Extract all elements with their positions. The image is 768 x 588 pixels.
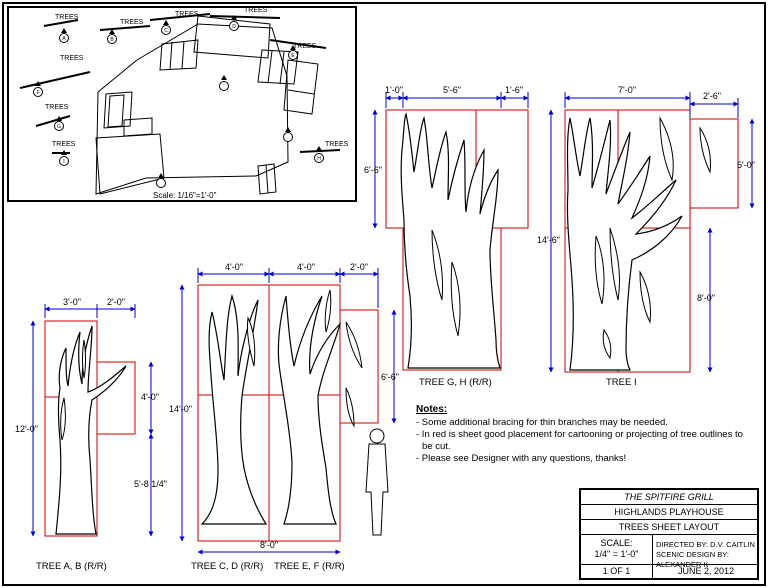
tree-i-elevation: 7'-0" 2'-6" 14'-6" 5'-0" 8'-0" TREE I — [537, 85, 755, 388]
tree-cdef-elevation: 4'-0" 4'-0" 2'-0" 14'-0" 8'-0" 6'-6" TRE… — [169, 262, 399, 572]
plan-scale-label: Scale: 1/16"=1'-0" — [153, 191, 217, 200]
tree-cdef-dim-height: 14'-0" — [169, 404, 192, 414]
tree-ef-label: TREE E, F (R/R) — [274, 561, 345, 572]
tree-ab-elevation: 3'-0" 2'-0" 12'-0" 4'-0" 5'-8 1/4" TREE … — [15, 297, 167, 572]
tree-cd-outline — [200, 293, 268, 525]
front-marker — [156, 173, 166, 188]
tree-tag: TREES — [55, 14, 79, 21]
tree-gh-dim-height: 6'-6" — [364, 165, 382, 175]
tree-i-dim-branch: 5'-0" — [737, 160, 755, 170]
notes-block: Notes: - Some additional bracing for thi… — [416, 404, 746, 465]
scale-value: 1/4" = 1'-0" — [594, 549, 639, 559]
title-block-scale: SCALE: 1/4" = 1'-0" — [581, 535, 653, 565]
note-item: - Some additional bracing for thin branc… — [416, 417, 668, 428]
side-marker — [283, 127, 293, 142]
tree-i-label: TREE I — [606, 377, 637, 388]
tree-marker-b: B — [107, 29, 117, 44]
title-block: THE SPITFIRE GRILL HIGHLANDS PLAYHOUSE T… — [579, 488, 759, 580]
tree-marker-a: A — [59, 28, 69, 43]
note-item: - Please see Designer with any questions… — [416, 453, 627, 464]
title-block-sheet-title: TREES SHEET LAYOUT — [581, 520, 757, 535]
tree-cdef-sheet-goods — [197, 284, 379, 542]
tree-tag: TREES — [244, 7, 268, 14]
tree-tag: TREES — [175, 11, 199, 18]
svg-text:D: D — [232, 24, 236, 30]
tree-cdef-dimensions — [179, 268, 397, 555]
tree-marker-f: F — [33, 81, 43, 97]
svg-text:H: H — [317, 156, 321, 162]
tree-gh-elevation: 1'-0" 5'-6" 1'-6" 6'-6" TREE G, H (R/R) — [364, 85, 529, 388]
note-item: - In red is sheet good placement for car… — [416, 429, 743, 452]
tree-ab-dim-height: 12'-0" — [15, 424, 38, 434]
tree-ab-dimensions — [30, 304, 154, 537]
tree-marker-d: D — [229, 15, 239, 31]
tree-tag: TREES — [293, 43, 317, 50]
tree-cdef-dim-total-width: 8'-0" — [260, 540, 278, 550]
tree-gh-outline — [400, 112, 501, 369]
scale-label: SCALE: — [600, 538, 633, 548]
tree-i-dim-width: 7'-0" — [618, 85, 636, 95]
tree-marker-g: G — [54, 116, 64, 131]
svg-text:F: F — [36, 90, 39, 96]
tree-position-lines — [19, 13, 341, 154]
tree-ab-dim-branch: 4'-0" — [141, 392, 159, 402]
tree-ab-dim-lower: 5'-8 1/4" — [134, 479, 167, 489]
tree-ab-dim-w1: 3'-0" — [63, 297, 81, 307]
tree-cdef-dim-w3: 2'-0" — [350, 262, 368, 272]
tree-i-dim-branch-width: 2'-6" — [703, 91, 721, 101]
svg-text:I: I — [63, 159, 64, 165]
tree-tag: TREES — [52, 141, 76, 148]
tree-gh-label: TREE G, H (R/R) — [419, 377, 492, 388]
tree-markers: A B C D E F G H I — [33, 15, 324, 188]
tree-marker-i: I — [59, 150, 69, 166]
svg-text:A: A — [62, 36, 66, 42]
tree-cdef-dim-w2: 4'-0" — [297, 262, 315, 272]
tree-ef-outline — [277, 295, 342, 525]
notes-title: Notes: — [416, 404, 448, 415]
tree-cd-label: TREE C, D (R/R) — [191, 561, 263, 572]
human-scale-figure — [365, 428, 389, 536]
tree-ab-label: TREE A, B (R/R) — [36, 561, 107, 572]
stage-plan-inset: TREES TREES TREES TREES TREES TREES TREE… — [7, 6, 357, 202]
svg-text:B: B — [110, 37, 114, 43]
svg-text:E: E — [291, 53, 295, 59]
tree-ab-outline — [55, 325, 127, 535]
tree-marker-e: E — [288, 45, 298, 60]
tree-marker-h: H — [314, 146, 324, 163]
svg-text:C: C — [164, 28, 168, 34]
tree-marker-c: C — [161, 20, 171, 35]
title-block-date: JUNE 2, 2012 — [677, 566, 735, 576]
directed-by: DIRECTED BY: D.V. CAITLIN — [656, 540, 755, 549]
title-block-show: THE SPITFIRE GRILL — [581, 490, 757, 505]
title-block-venue: HIGHLANDS PLAYHOUSE — [581, 505, 757, 520]
tree-tag: TREES — [120, 19, 144, 26]
tree-i-dim-height: 14'-6" — [537, 235, 560, 245]
tree-gh-dim-w3: 1'-6" — [505, 85, 523, 95]
tree-i-dim-lower: 8'-0" — [697, 293, 715, 303]
title-block-page: 1 OF 1 — [581, 565, 653, 578]
tree-tag: TREES — [60, 55, 84, 62]
tree-gh-dimensions — [372, 92, 529, 229]
tree-gh-dim-w1: 1'-0" — [385, 85, 403, 95]
title-block-credits: DIRECTED BY: D.V. CAITLIN SCENIC DESIGN … — [653, 535, 759, 569]
tree-i-dimensions — [548, 92, 755, 373]
scenic-design-by: SCENIC DESIGN BY: ALEXANDER K — [656, 550, 729, 569]
center-marker — [219, 75, 229, 91]
tree-gh-dim-w2: 5'-6" — [443, 85, 461, 95]
svg-text:G: G — [57, 124, 61, 130]
tree-tag: TREES — [45, 104, 69, 111]
tree-tags: TREES TREES TREES TREES TREES TREES TREE… — [45, 7, 349, 148]
tree-ab-dim-w2: 2'-0" — [107, 297, 125, 307]
tree-cdef-dim-branch: 6'-6" — [381, 372, 399, 382]
tree-cdef-dim-w1: 4'-0" — [225, 262, 243, 272]
tree-i-outline — [566, 117, 683, 371]
tree-tag: TREES — [325, 141, 349, 148]
